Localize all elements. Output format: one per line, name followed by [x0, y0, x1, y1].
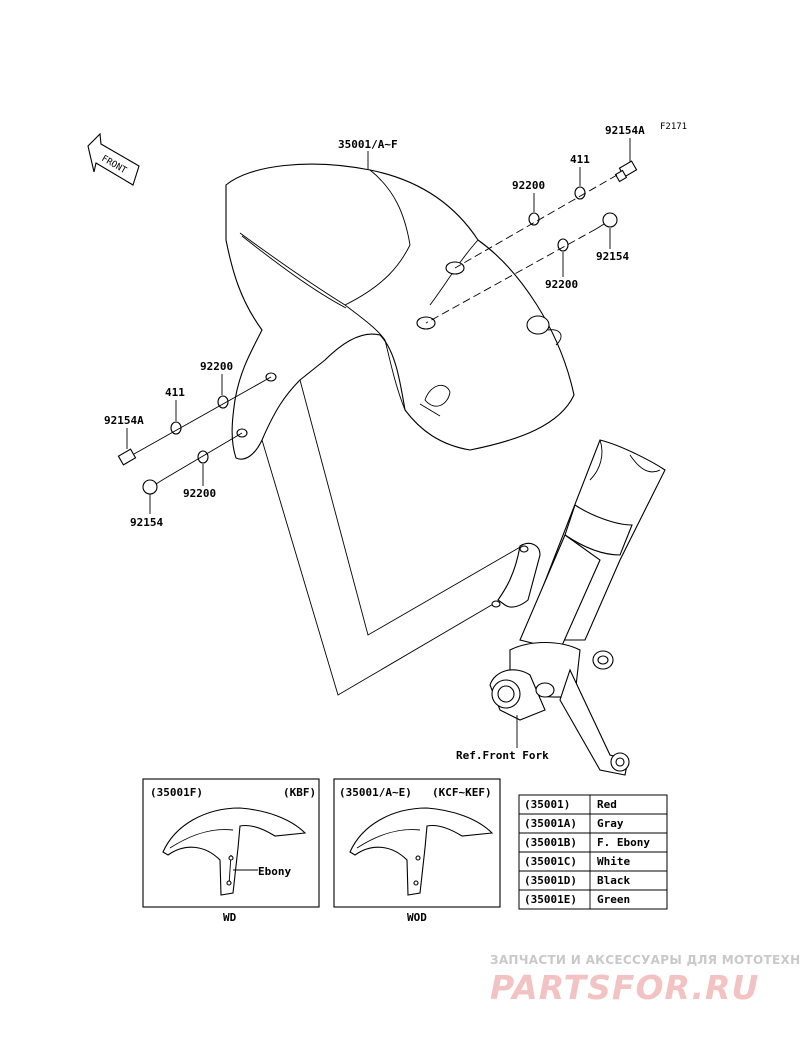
variant-wd-note: Ebony: [258, 865, 291, 878]
bolt-92154a-left-icon: [117, 448, 137, 466]
washer-92200-right-bottom-icon: [557, 238, 569, 252]
color-table-color: Red: [597, 798, 617, 811]
color-table-code: (35001B): [524, 836, 577, 849]
callout-fender-main: 35001/A~F: [338, 138, 398, 151]
watermark-tagline: ЗАПЧАСТИ И АКСЕССУАРЫ ДЛЯ МОТОТЕХНИКИ: [490, 953, 800, 967]
variant-box-wod: (35001/A~E) (KCF~KEF) WOD: [333, 778, 501, 924]
watermark-brand: PARTSFOR.RU: [490, 968, 759, 1007]
fender-clip: [526, 315, 562, 346]
variant-wd-caption: WD: [223, 911, 237, 924]
color-table-color: White: [597, 855, 630, 868]
variant-wod-caption: WOD: [407, 911, 427, 924]
variant-wod-code: (35001/A~E): [339, 786, 412, 799]
color-table-code: (35001E): [524, 893, 577, 906]
callout-bolt-92154-left: 92154: [130, 516, 163, 529]
variant-wod-market: (KCF~KEF): [432, 786, 492, 799]
callout-bolt-92154a-right: 92154A: [605, 124, 645, 137]
callout-bolt-92154a-left: 92154A: [104, 414, 144, 427]
color-table-color: Gray: [597, 817, 624, 830]
bolt-92154-right-icon: [595, 212, 618, 230]
ref-outline-lower: [261, 439, 496, 696]
variant-wd-market: (KBF): [283, 786, 316, 799]
ref-outline-upper: [299, 379, 523, 636]
callout-washer-411-right: 411: [570, 153, 590, 166]
callout-washer-92200-right-top: 92200: [512, 179, 545, 192]
variant-box-wd: (35001F) (KBF) Ebony WD: [142, 778, 320, 924]
color-table-code: (35001A): [524, 817, 577, 830]
callout-washer-92200-right-bottom: 92200: [545, 278, 578, 291]
color-table-color: Black: [597, 874, 630, 887]
color-table: (35001) Red (35001A) Gray (35001B) F. Ebony (3…: [518, 794, 668, 910]
variant-wd-code: (35001F): [150, 786, 203, 799]
front-arrow-icon: FRONT: [87, 132, 140, 186]
callout-washer-92200-left-top: 92200: [200, 360, 233, 373]
color-table-code: (35001D): [524, 874, 577, 887]
diagram-code: F2171: [660, 122, 687, 132]
bolt-92154a-right-icon: [614, 160, 638, 183]
callout-bolt-92154-right: 92154: [596, 250, 629, 263]
color-table-color: Green: [597, 893, 630, 906]
front-fender: [225, 163, 575, 460]
washer-411-right-icon: [574, 186, 586, 200]
front-fork: [489, 439, 666, 776]
color-table-code: (35001): [524, 798, 570, 811]
color-table-code: (35001C): [524, 855, 577, 868]
callout-washer-92200-left-bottom: 92200: [183, 487, 216, 500]
washer-92200-right-top-icon: [528, 212, 540, 226]
washer-92200-left-bottom-icon: [197, 450, 209, 464]
bolt-92154-left-icon: [142, 478, 165, 495]
callout-washer-411-left: 411: [165, 386, 185, 399]
color-table-color: F. Ebony: [597, 836, 650, 849]
callout-ref-front-fork: Ref.Front Fork: [456, 749, 549, 762]
